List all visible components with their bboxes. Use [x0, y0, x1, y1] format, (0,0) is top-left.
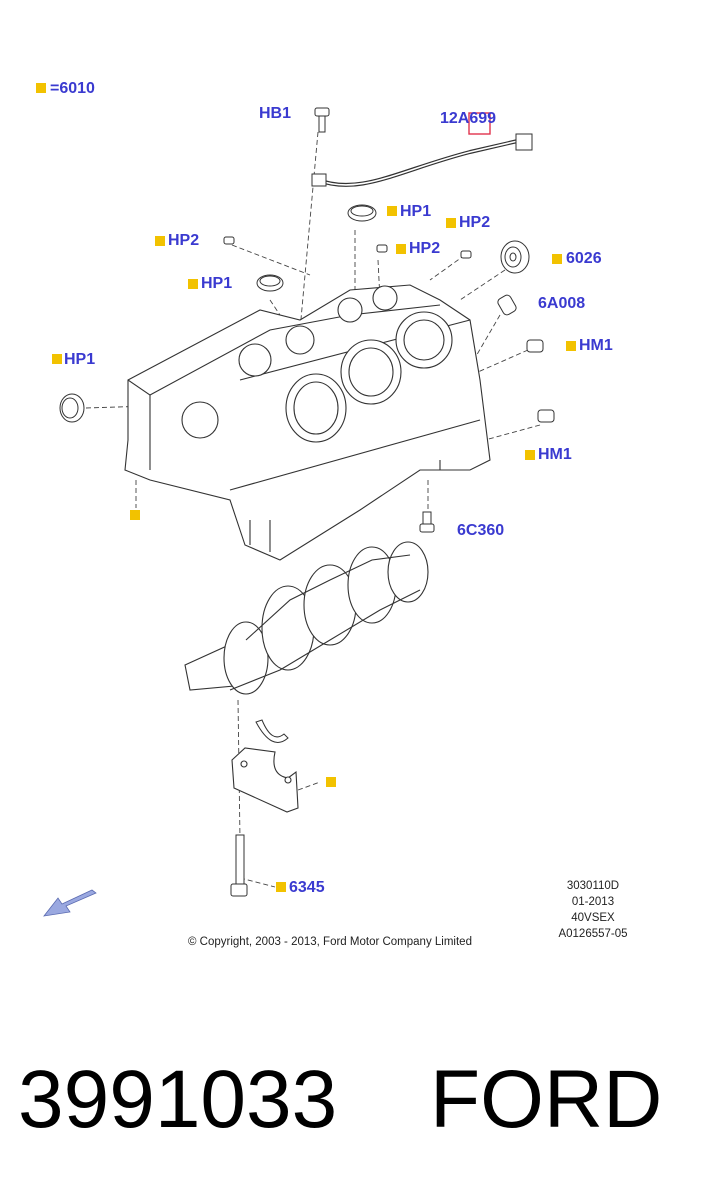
callout-hm1-top: HM1: [579, 337, 613, 354]
marker-block-unlabeled: [130, 510, 140, 520]
main-bolt-6345-shape: [230, 834, 248, 897]
brand-caption: FORD: [430, 1054, 663, 1145]
direction-arrow-icon: [43, 889, 97, 917]
plug-hp2-shapes: [223, 236, 472, 259]
highlight-box: [468, 112, 491, 135]
callout-hp2-left: HP2: [168, 232, 200, 249]
main-bearing-cap-shape: [231, 747, 299, 813]
copyright-notice: © Copyright, 2003 - 2013, Ford Motor Com…: [188, 936, 472, 948]
legend-marker: [36, 83, 46, 93]
bolt-hb1-shape: [314, 107, 330, 133]
meta-line-1: 3030110D: [566, 880, 620, 892]
part-number-caption: 3991033: [18, 1054, 338, 1145]
callout-hp2-right: HP2: [409, 240, 441, 257]
plug-hp1-left-shape: [59, 393, 85, 423]
callout-hp2-far: HP2: [459, 214, 491, 231]
callout-hp1-mid: HP1: [201, 275, 233, 292]
callout-hm1-low: HM1: [538, 446, 572, 463]
callout-6345: 6345: [289, 879, 325, 896]
marker-hp1-left: [52, 354, 62, 364]
marker-hp2-far: [446, 218, 456, 228]
marker-hp2-left: [155, 236, 165, 246]
callout-hp1-top: HP1: [400, 203, 432, 220]
marker-6345: [276, 882, 286, 892]
marker-6026: [552, 254, 562, 264]
meta-line-4: A0126557-05: [558, 928, 628, 940]
engine-block-shape: [124, 284, 491, 561]
wire-harness-shape: [311, 133, 533, 187]
bearing-shell-shape: [255, 719, 289, 743]
marker-hp2-right: [396, 244, 406, 254]
dowel-6a008-shape: [497, 294, 517, 316]
marker-hp1-top: [387, 206, 397, 216]
marker-hm1-low: [525, 450, 535, 460]
meta-line-2: 01-2013: [571, 896, 615, 908]
legend-text: =6010: [50, 80, 95, 97]
bolt-6c360-shape: [419, 511, 435, 533]
callout-wire-12a699: 12A699: [440, 110, 497, 127]
dowel-hm1-shapes: [526, 339, 555, 423]
plug-hp1-mid-shape: [256, 274, 284, 292]
callout-6026: 6026: [566, 250, 602, 267]
callout-hp1-left: HP1: [64, 351, 96, 368]
plug-hp1-top-shape: [347, 204, 377, 222]
crankshaft-shape: [184, 541, 429, 695]
callout-hb1: HB1: [259, 105, 292, 122]
rear-seal-6026-shape: [500, 240, 530, 274]
exploded-engine-block-diagram: [43, 107, 555, 917]
callout-6c360: 6C360: [457, 522, 505, 539]
marker-bearing-cap: [326, 777, 336, 787]
meta-line-3: 40VSEX: [571, 912, 615, 924]
marker-hm1-top: [566, 341, 576, 351]
callout-6a008: 6A008: [538, 295, 586, 312]
marker-hp1-mid: [188, 279, 198, 289]
